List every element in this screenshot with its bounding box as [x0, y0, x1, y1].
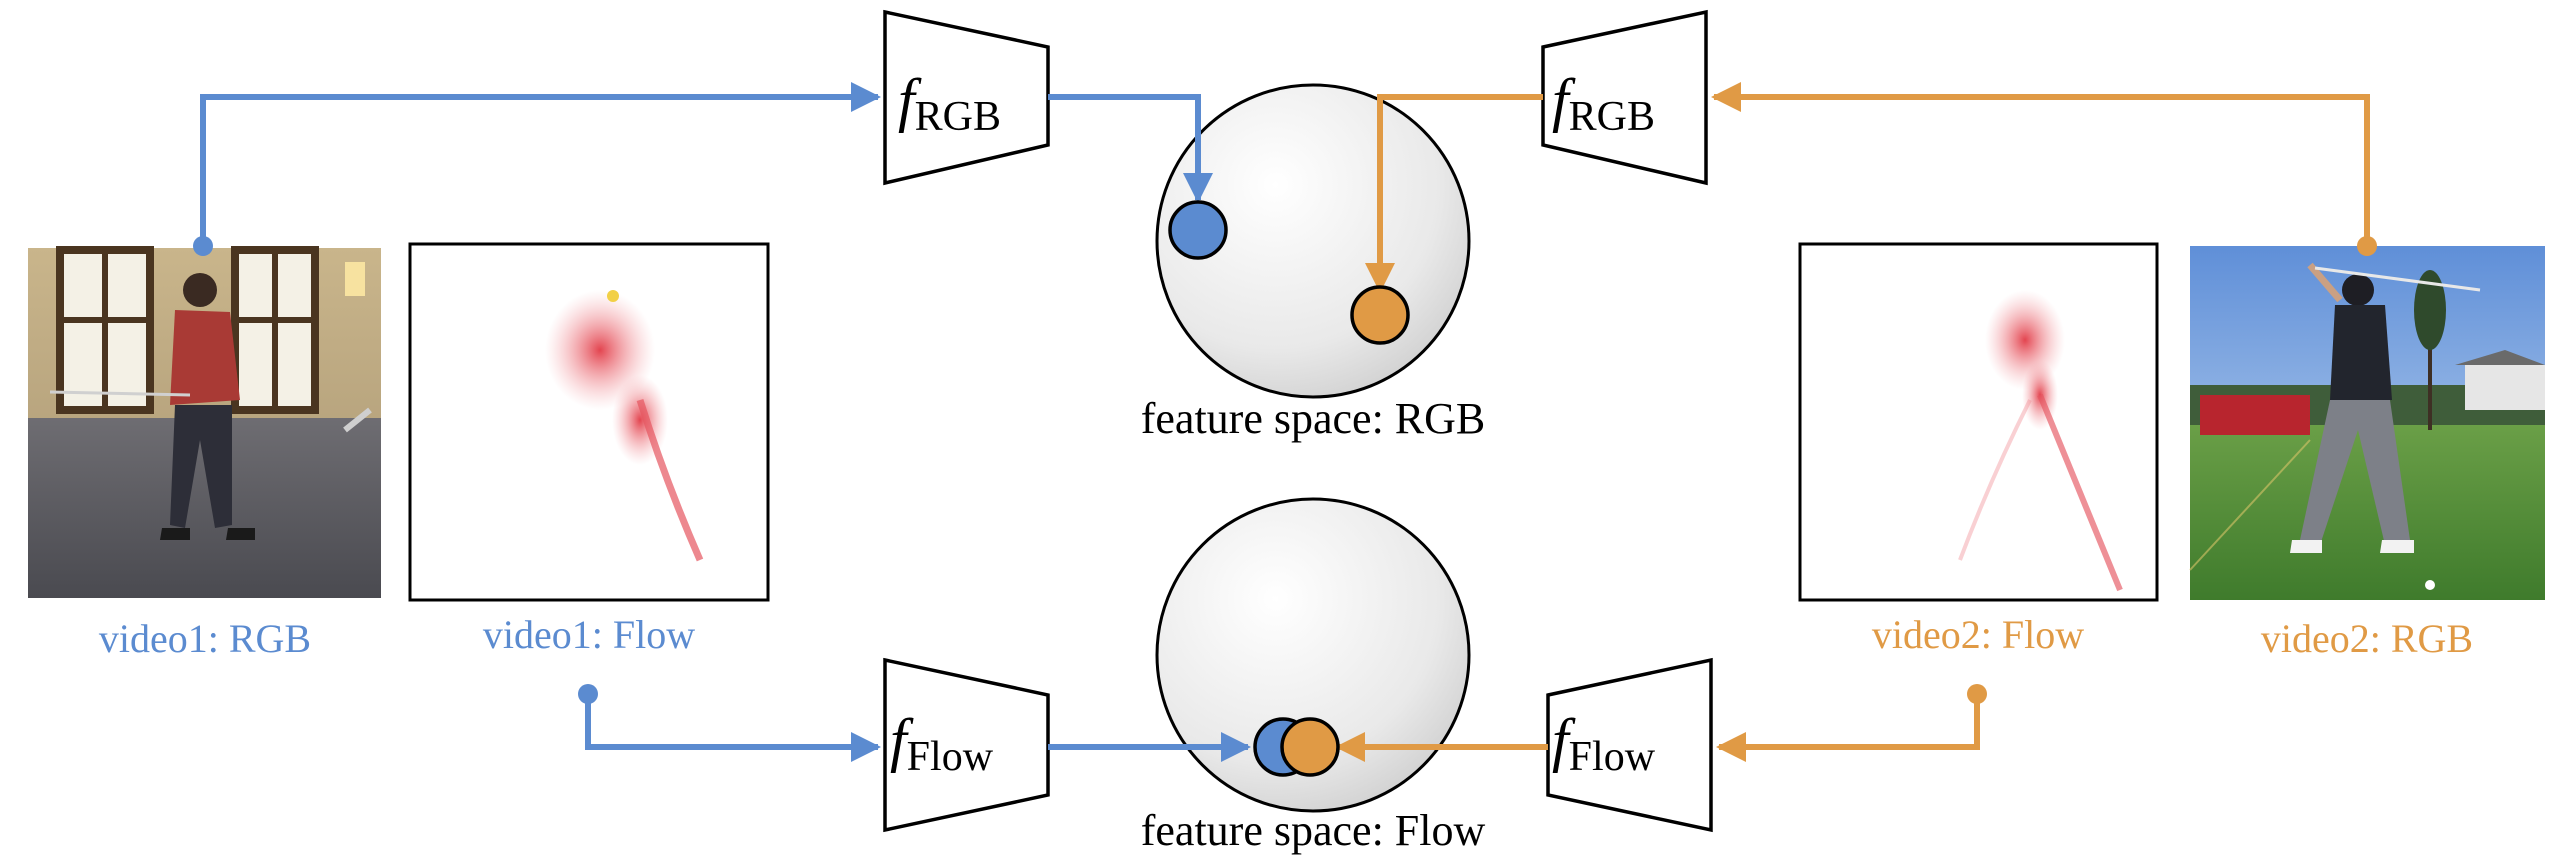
video1-flow-frame [408, 242, 770, 602]
video1-flow-connector [578, 684, 881, 762]
video2-flow-feature-point [1280, 717, 1340, 777]
encoder-flow-video1 [883, 657, 1050, 833]
encoder-rgb-video2 [1541, 9, 1708, 186]
encoder-flow-video1-label: fFlow [890, 707, 994, 780]
video2-rgb-connector [1711, 82, 2377, 256]
feature-space-flow-label: feature space: Flow [1141, 806, 1486, 855]
video2-flow-connector [1716, 684, 1987, 762]
video1-rgb-frame [28, 246, 381, 598]
encoder-rgb-video2-label: fRGB [1552, 67, 1655, 140]
video2-rgb-feature-point [1350, 285, 1410, 345]
video2-rgb-feature-connector [1365, 94, 1543, 293]
encoder-rgb-video1-label: fRGB [898, 67, 1001, 140]
video2-rgb-label: video2: RGB [2261, 616, 2473, 661]
feature-space-rgb-label: feature space: RGB [1141, 394, 1486, 443]
video1-rgb-feature-connector [1048, 94, 1213, 203]
video1-rgb-feature-point [1168, 200, 1228, 260]
encoder-rgb-video1 [883, 9, 1050, 186]
video1-rgb-label: video1: RGB [99, 616, 311, 661]
video2-flow-label: video2: Flow [1872, 612, 2084, 657]
video1-flow-label: video1: Flow [483, 612, 695, 657]
video2-flow-frame [1798, 242, 2159, 602]
video1-rgb-connector [193, 82, 881, 256]
video2-rgb-frame [2189, 246, 2545, 600]
encoder-flow-video2 [1546, 657, 1713, 833]
